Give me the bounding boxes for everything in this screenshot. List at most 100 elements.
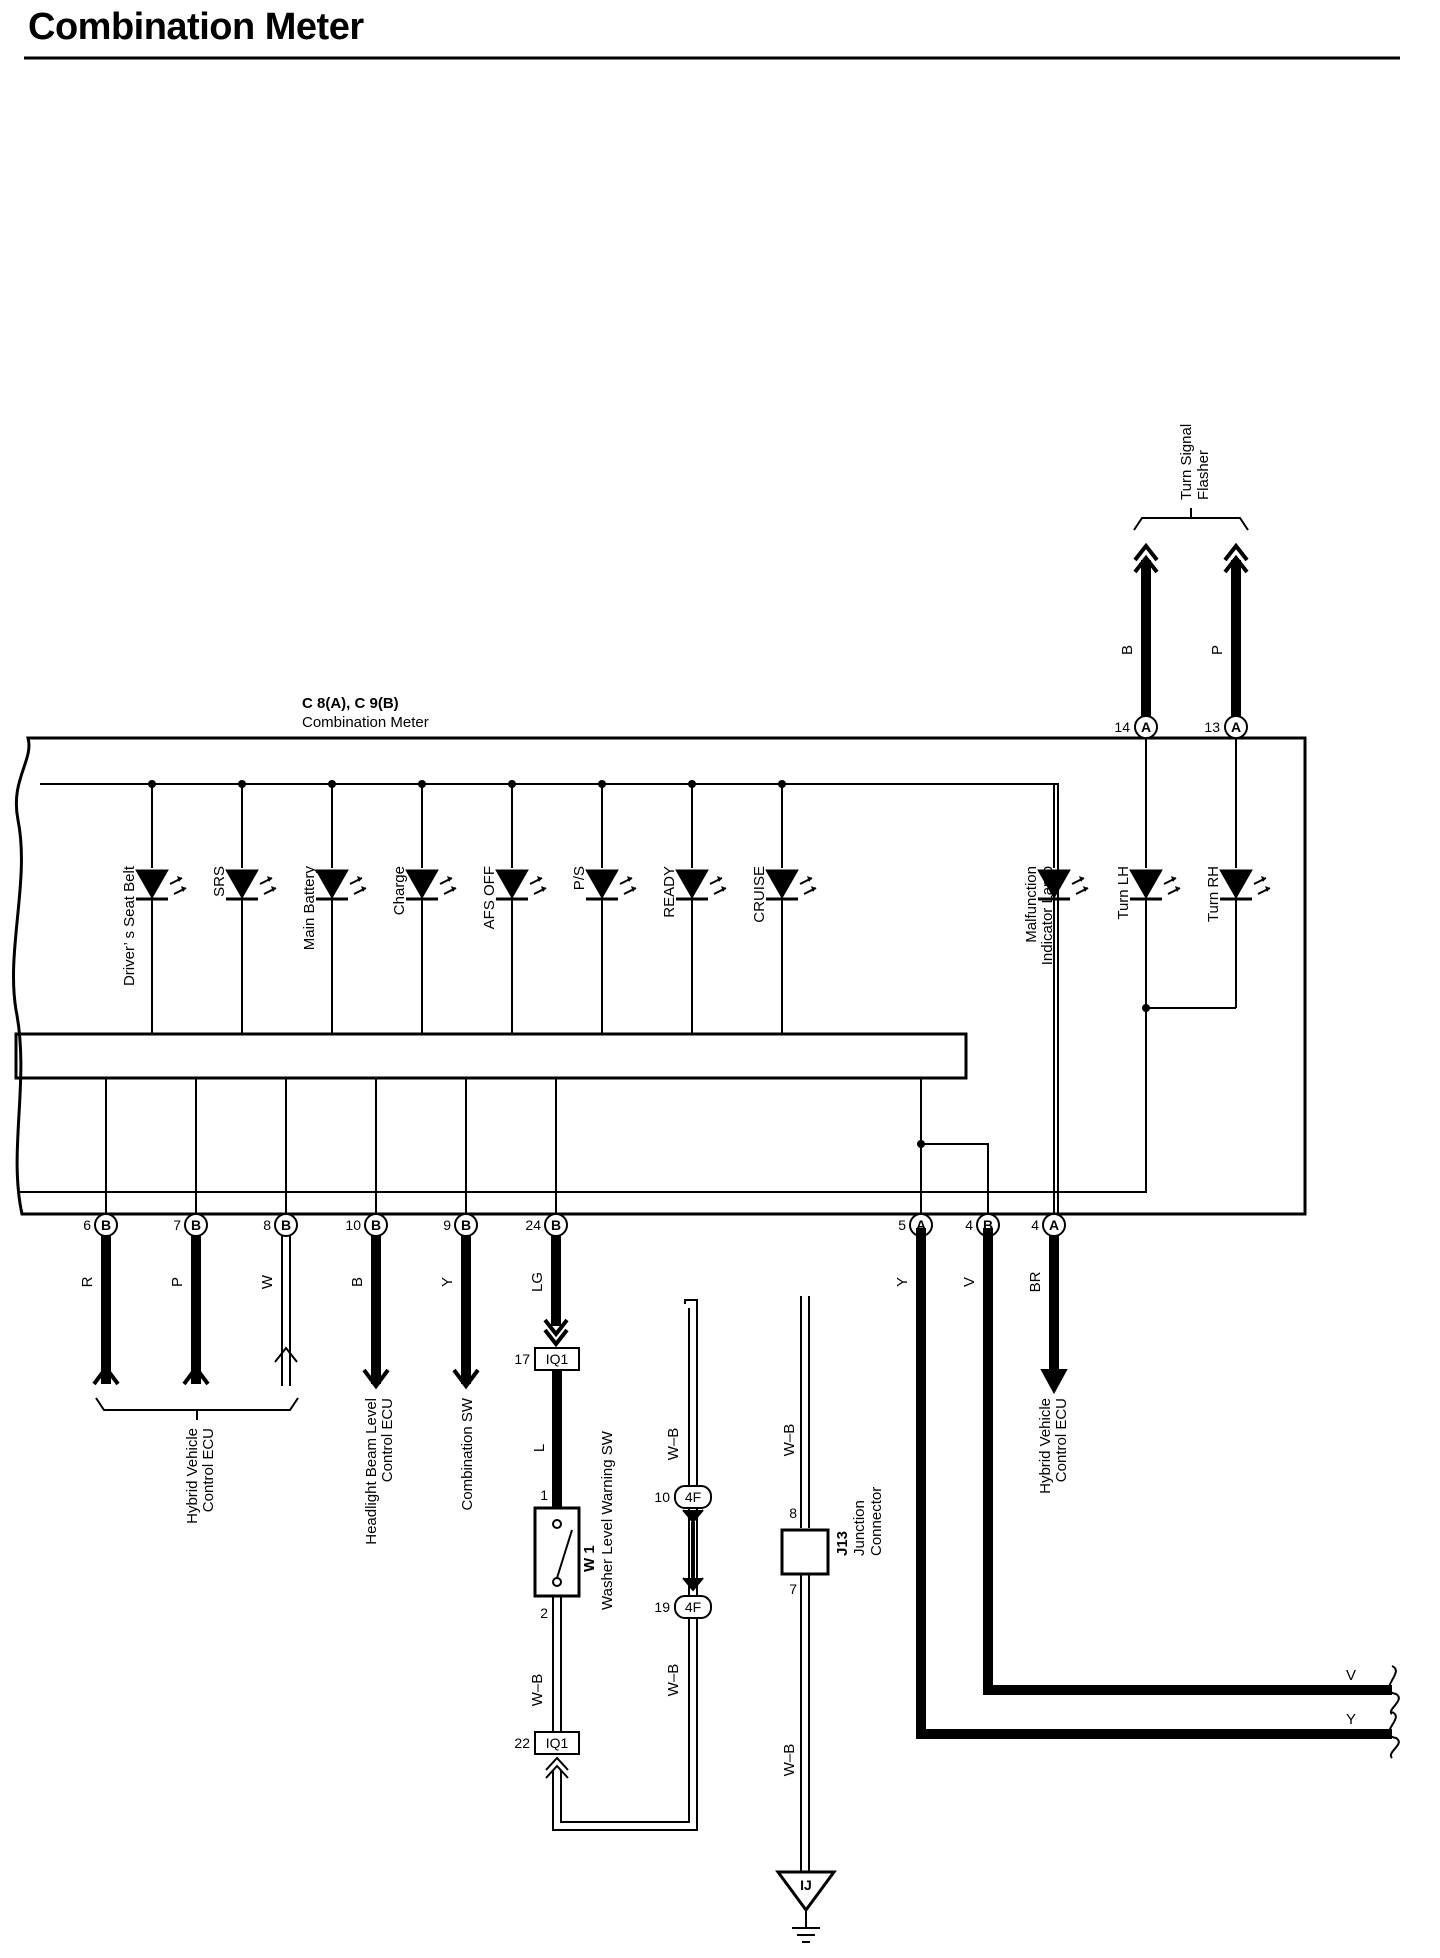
svg-text:B: B [461,1217,471,1233]
svg-text:B: B [191,1217,201,1233]
hybrid-ecu-right-1: Hybrid Vehicle [1037,1398,1054,1494]
svg-text:10: 10 [345,1217,361,1233]
svg-text:4: 4 [1031,1217,1039,1233]
svg-text:8: 8 [263,1217,271,1233]
svg-text:22: 22 [514,1735,530,1751]
svg-text:2: 2 [540,1605,548,1621]
svg-text:B: B [1119,645,1136,655]
combination-sw-label: Combination SW [459,1397,476,1510]
flasher-brace [1133,517,1249,531]
flasher-label-2: Flasher [1195,450,1212,500]
svg-text:LG: LG [529,1272,546,1292]
indicator-5: P/S [571,780,637,1034]
svg-text:14: 14 [1114,719,1130,735]
indicator-label-3: Charge [391,866,408,915]
indicator-label-9: Turn LH [1115,866,1132,920]
svg-text:Connector: Connector [868,1487,885,1556]
flasher-label-1: Turn Signal [1178,424,1195,500]
svg-text:13: 13 [1204,719,1220,735]
svg-text:W: W [259,1274,276,1289]
junction-connector-j13 [780,1528,830,1576]
indicator-label-5: P/S [571,866,588,890]
indicator-0: Driver’ s Seat Belt [121,780,187,1034]
svg-text:9: 9 [443,1217,451,1233]
indicator-label-6: READY [661,866,678,918]
ground-symbol [775,1870,837,1913]
svg-text:A: A [1231,719,1241,735]
indicator-label-0: Driver’ s Seat Belt [121,865,138,986]
indicator-9: Turn LH [1115,738,1181,1008]
indicator-label-4: AFS OFF [481,866,498,929]
indicator-1: SRS [211,780,277,1034]
svg-text:4: 4 [965,1217,973,1233]
bottom-pin-2: B8W [259,1078,298,1386]
svg-text:10: 10 [654,1489,670,1505]
page-title: Combination Meter [28,6,364,48]
svg-text:W–B: W–B [529,1674,546,1707]
indicator-7: CRUISE [751,780,817,1034]
svg-text:7: 7 [173,1217,181,1233]
svg-text:W 1: W 1 [581,1545,598,1572]
meter-id: C 8(A), C 9(B) [302,695,399,712]
indicator-label-2: Main Battery [301,866,318,951]
svg-text:IQ1: IQ1 [546,1351,569,1367]
wire-y-run [916,1228,1392,1739]
svg-text:24: 24 [525,1217,541,1233]
svg-text:Y: Y [894,1277,911,1287]
right-wires: V Y [916,1228,1400,1759]
headlight-ecu-1: Headlight Beam Level [363,1398,380,1545]
wire-v-run [983,1228,1392,1695]
svg-text:IQ1: IQ1 [546,1735,569,1751]
svg-text:B: B [371,1217,381,1233]
svg-text:Y: Y [439,1277,456,1287]
svg-text:BR: BR [1027,1271,1044,1292]
svg-text:W–B: W–B [781,1424,798,1457]
bottom-pin-4: B9Y [439,1078,480,1390]
svg-text:IJ: IJ [800,1877,812,1893]
svg-text:W–B: W–B [781,1744,798,1777]
svg-text:4F: 4F [685,1489,701,1505]
svg-text:W–B: W–B [665,1428,682,1461]
svg-text:B: B [551,1217,561,1233]
top-input-0: B A 14 [1114,542,1159,740]
indicator-label-7: CRUISE [751,866,768,923]
svg-text:17: 17 [514,1351,530,1367]
svg-text:P: P [169,1277,186,1287]
svg-text:R: R [79,1276,96,1287]
svg-text:B: B [281,1217,291,1233]
svg-text:L: L [531,1444,548,1452]
svg-text:A: A [1141,719,1151,735]
meter-top-bus [40,783,1059,1214]
bottom-pin-1: B7P [169,1078,210,1386]
turn-common-junction [1142,1004,1150,1012]
iq1-bottom-connector [534,1731,580,1755]
svg-text:4F: 4F [685,1599,701,1615]
svg-text:B: B [101,1217,111,1233]
headlight-ecu-2: Control ECU [379,1398,396,1482]
svg-text:B: B [983,1217,993,1233]
meter-inner-bar [14,1032,968,1080]
top-input-1: P A 13 [1204,542,1249,740]
svg-text:W–B: W–B [665,1664,682,1697]
svg-text:P: P [1209,645,1226,655]
hybrid-ecu-left-brace [95,1397,299,1411]
4f-bottom-connector [674,1595,712,1619]
bottom-pin-0: B6R [79,1078,120,1386]
indicator-label-10: Turn RH [1205,866,1222,922]
indicator-3: Charge [391,780,457,1034]
svg-text:Y: Y [1346,1711,1356,1728]
svg-text:A: A [916,1217,926,1233]
junction-connector-group: W–B 8 7 J13 Junction Connector W–B IJ [775,1296,885,1943]
hybrid-ecu-left-1: Hybrid Vehicle [184,1428,201,1524]
svg-text:6: 6 [83,1217,91,1233]
meter-name: Combination Meter [302,714,429,731]
indicator-10: Turn RH [1205,738,1271,922]
washer-circuit: IQ1 17 L 1 2 W 1 Washer Level Warning SW… [514,1299,712,1831]
bottom-pin-6: A5Y [894,1078,989,1287]
flasher-group: Turn Signal Flasher [1133,424,1249,531]
indicator-4: AFS OFF [481,780,547,1034]
